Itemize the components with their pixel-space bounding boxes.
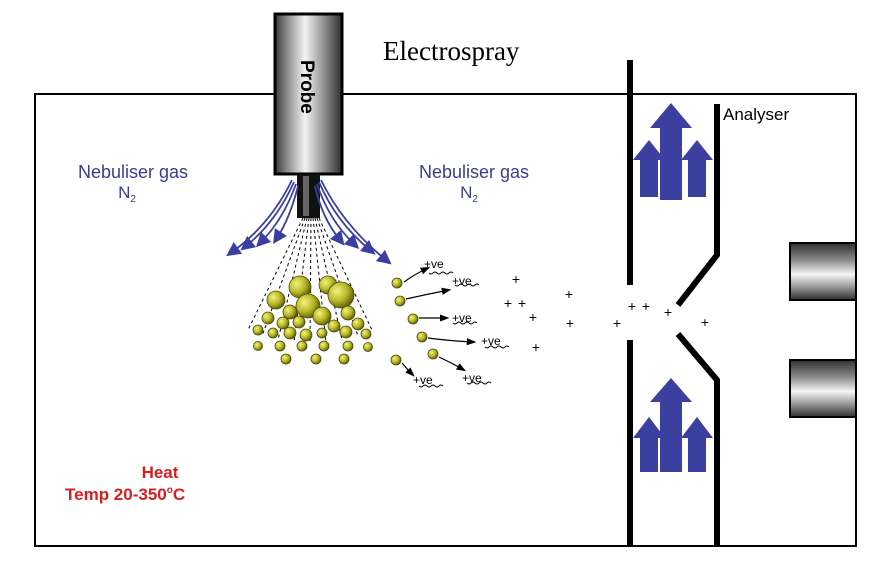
ion-plus: + <box>565 286 573 302</box>
source-chamber <box>34 93 857 547</box>
ion-plus: + <box>613 315 621 331</box>
nebuliser-gas-left-formula: N2 <box>118 183 136 205</box>
free-ions: + + + + + + + + + + + + <box>504 271 709 355</box>
probe: Probe <box>273 12 344 218</box>
gas-flow-arrows-bottom <box>633 378 713 472</box>
ion-label: +ve <box>413 373 433 387</box>
charged-droplets: +ve +ve +ve +ve +ve +ve <box>390 257 510 388</box>
ion-label: +ve <box>462 371 482 385</box>
ion-plus: + <box>532 339 540 355</box>
ion-optics-lenses <box>789 242 857 418</box>
gas-flow-arrows-top <box>633 103 713 200</box>
probe-label: Probe <box>296 60 317 114</box>
ion-plus: + <box>566 315 574 331</box>
diagram-title: Electrospray <box>383 36 520 66</box>
analyser-label: Analyser <box>723 105 789 124</box>
ion-label: +ve <box>481 334 501 348</box>
sampling-cone <box>627 60 720 546</box>
nebuliser-gas-right-formula: N2 <box>460 183 478 205</box>
nebuliser-gas-right-label: Nebuliser gas <box>419 162 529 182</box>
ion-plus: + <box>642 298 650 314</box>
droplets <box>252 275 373 365</box>
heat-label: Heat <box>142 463 179 482</box>
ion-plus: + <box>628 298 636 314</box>
ion-plus: + <box>504 295 512 311</box>
ion-label: +ve <box>424 257 444 271</box>
ion-label: +ve <box>452 311 472 325</box>
ion-plus: + <box>512 271 520 287</box>
ion-plus: + <box>701 314 709 330</box>
heat-temp-label: Temp 20-350oC <box>65 485 185 504</box>
ion-plus: + <box>664 304 672 320</box>
ion-plus: + <box>518 295 526 311</box>
nebuliser-gas-arrows <box>226 179 392 265</box>
ion-plus: + <box>529 309 537 325</box>
nebuliser-gas-left-label: Nebuliser gas <box>78 162 188 182</box>
ion-label: +ve <box>452 274 472 288</box>
